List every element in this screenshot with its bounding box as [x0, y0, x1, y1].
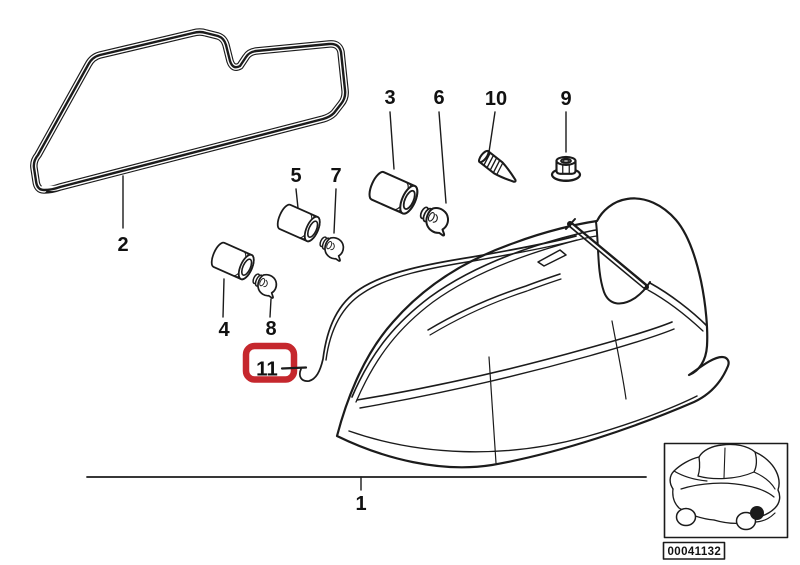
bulb-6-drawing — [414, 200, 455, 238]
part-label-7[interactable]: 7 — [330, 165, 342, 234]
image-code-text: 00041132 — [668, 546, 722, 558]
part-number-text[interactable]: 3 — [384, 87, 395, 109]
screw-10-drawing — [476, 148, 521, 188]
tail-light-position-marker — [750, 506, 764, 520]
part-number-text[interactable]: 4 — [218, 319, 230, 341]
part-number-text[interactable]: 8 — [265, 318, 276, 340]
callout-dash — [280, 366, 308, 370]
tail-light-lens-drawing — [335, 197, 730, 469]
socket-4-drawing — [207, 239, 258, 283]
highlight-box[interactable] — [242, 342, 298, 383]
sealing-strip-drawing — [299, 235, 578, 382]
gasket-seal-drawing — [30, 28, 349, 194]
leader-line — [269, 298, 272, 318]
part-label-5[interactable]: 5 — [290, 165, 302, 209]
part-label-2[interactable]: 2 — [117, 175, 129, 256]
socket-5-drawing — [273, 201, 324, 245]
highlighted-part-callout[interactable]: 11 — [242, 342, 308, 383]
image-code-frame — [662, 541, 726, 560]
part-number-text[interactable]: 10 — [485, 88, 507, 110]
bulb-7-drawing — [315, 231, 350, 263]
socket-3-drawing — [365, 168, 422, 218]
part-number-text[interactable]: 9 — [560, 88, 571, 110]
image-code: 00041132 — [662, 541, 726, 560]
part-number-text[interactable]: 5 — [290, 165, 301, 187]
part-label-8[interactable]: 8 — [265, 298, 277, 340]
part-number-text[interactable]: 7 — [330, 165, 341, 187]
leader-line — [438, 111, 447, 204]
part-label-4[interactable]: 4 — [218, 278, 230, 341]
part-label-3[interactable]: 3 — [384, 87, 396, 170]
leader-line — [488, 111, 496, 153]
car-sketch — [669, 443, 781, 531]
part-number-text[interactable]: 6 — [433, 87, 444, 109]
leader-line — [295, 188, 299, 209]
car-location-thumbnail[interactable] — [663, 442, 789, 539]
part-number-text[interactable]: 11 — [256, 358, 278, 381]
part-label-9[interactable]: 9 — [560, 88, 572, 153]
leader-line — [389, 111, 395, 170]
nut-9-drawing — [550, 155, 582, 183]
part-label-1[interactable]: 1 — [355, 493, 366, 515]
bulb-8-drawing — [248, 268, 283, 300]
part-label-10[interactable]: 10 — [485, 88, 507, 153]
part-number-text[interactable]: 2 — [117, 234, 128, 256]
part-number-text[interactable]: 1 — [355, 493, 366, 515]
leader-line — [222, 278, 225, 318]
part-1-baseline — [86, 476, 647, 491]
part-label-6[interactable]: 6 — [433, 87, 447, 204]
leader-line — [333, 188, 337, 234]
